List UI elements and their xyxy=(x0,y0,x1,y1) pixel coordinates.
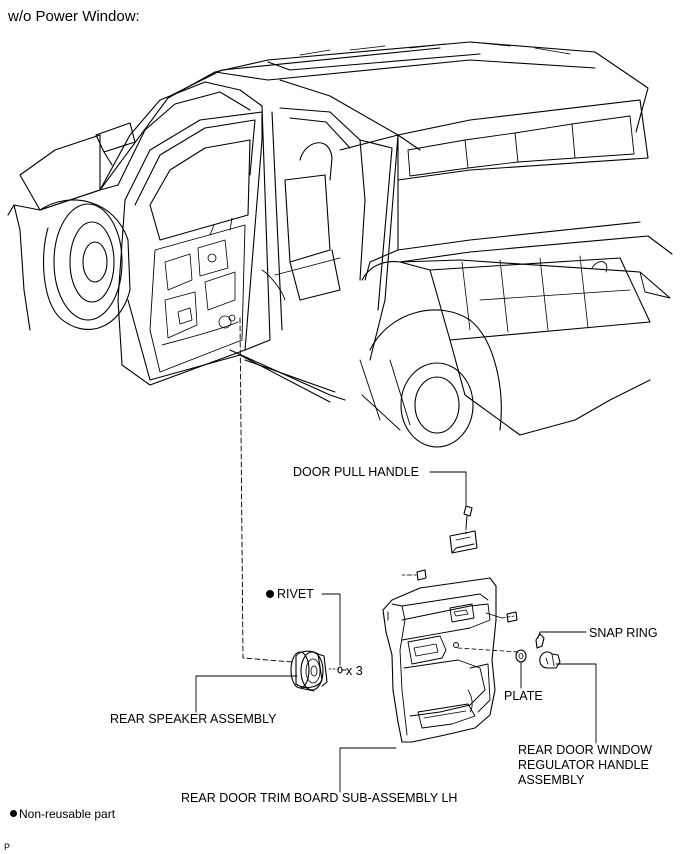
truck-illustration xyxy=(7,41,673,448)
plate-part xyxy=(515,649,527,663)
leader-lines xyxy=(195,471,597,793)
speaker-part xyxy=(290,650,328,692)
label-snap-ring: SNAP RING xyxy=(589,626,658,640)
label-plate: PLATE xyxy=(504,689,543,703)
projection-line xyxy=(239,317,293,663)
label-rear-speaker: REAR SPEAKER ASSEMBLY xyxy=(110,712,277,726)
legend: Non-reusable part xyxy=(10,807,115,821)
label-door-pull-handle: DOOR PULL HANDLE xyxy=(293,465,419,479)
trim-board-part xyxy=(382,569,518,743)
snap-ring-part xyxy=(535,633,545,649)
non-reusable-bullet-icon xyxy=(266,590,274,598)
legend-text: Non-reusable part xyxy=(19,807,116,821)
legend-bullet-icon xyxy=(10,810,17,817)
label-rivet: RIVET xyxy=(277,587,314,601)
label-quantity: x 3 xyxy=(346,664,363,678)
door-pull-handle-part xyxy=(449,505,478,554)
label-rivet-row: RIVET xyxy=(266,587,314,601)
rivet-part xyxy=(328,666,347,674)
diagram-title: w/o Power Window: xyxy=(8,8,140,25)
regulator-handle-part xyxy=(539,651,561,669)
label-regulator-handle-3: ASSEMBLY xyxy=(518,773,585,787)
label-regulator-handle-2: REGULATOR HANDLE xyxy=(518,758,649,772)
figure-code: P xyxy=(4,842,11,852)
label-regulator-handle-1: REAR DOOR WINDOW xyxy=(518,743,653,757)
label-trim-board: REAR DOOR TRIM BOARD SUB-ASSEMBLY LH xyxy=(181,791,458,805)
